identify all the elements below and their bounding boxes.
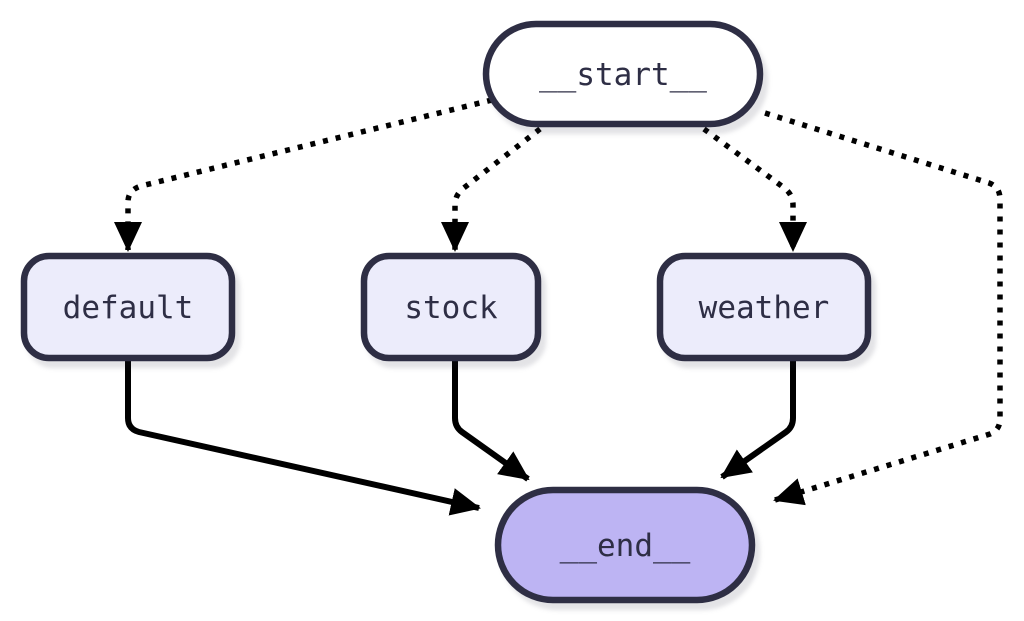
node-start: __start__ <box>482 20 764 128</box>
edge-start-weather <box>702 126 807 252</box>
edge-layer <box>114 97 1003 516</box>
node-default: default <box>20 252 236 362</box>
node-end: __end__ <box>494 486 756 604</box>
node-end-shape <box>494 486 756 604</box>
edge-default-end <box>125 358 481 516</box>
node-end-label: __end__ <box>560 528 691 564</box>
node-layer: __start__ default stock weather __end__ <box>20 20 872 604</box>
edge-stock-end <box>452 359 530 482</box>
node-default-label: default <box>63 290 194 326</box>
node-stock-label: stock <box>404 290 498 326</box>
node-start-shape <box>482 20 764 128</box>
edge-start-stock <box>441 126 542 252</box>
edge-weather-end <box>720 359 796 480</box>
node-start-label: __start__ <box>539 57 707 93</box>
node-stock-shape <box>360 252 542 362</box>
edge-start-end <box>764 110 1003 506</box>
node-weather-label: weather <box>699 290 830 326</box>
edge-start-default <box>114 97 493 252</box>
node-stock: stock <box>360 252 542 362</box>
node-weather: weather <box>656 252 872 362</box>
node-weather-shape <box>656 252 872 362</box>
node-default-shape <box>20 252 236 362</box>
